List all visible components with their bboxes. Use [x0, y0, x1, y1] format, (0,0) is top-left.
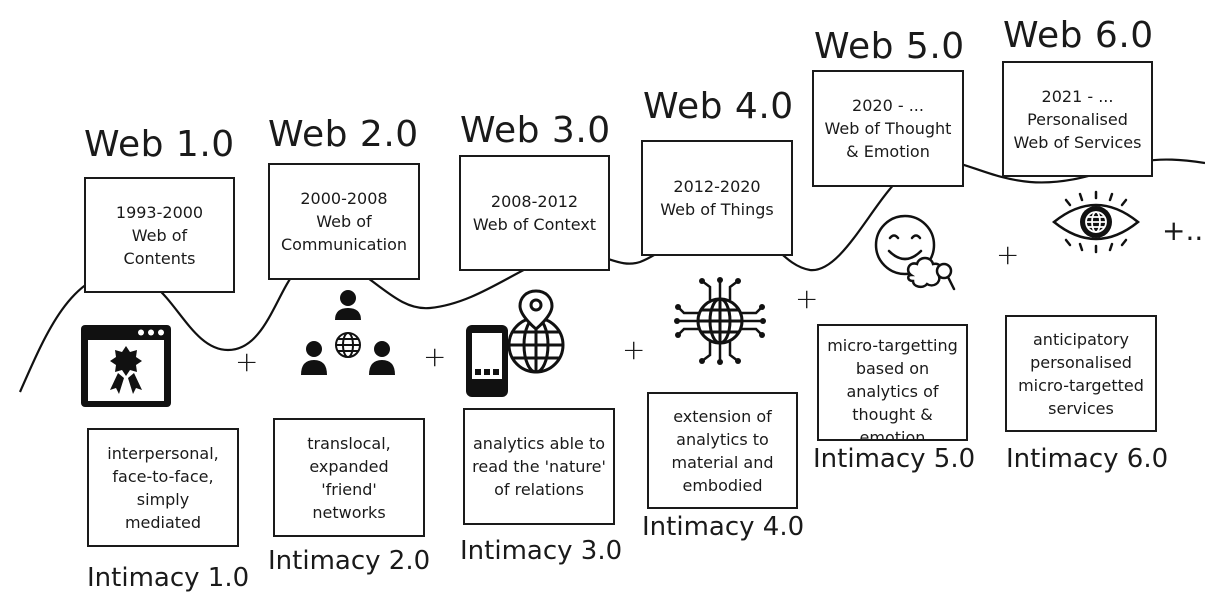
era-line: 2020 - ...	[852, 96, 924, 115]
continuation-marker: +...	[1162, 214, 1205, 247]
web-3-era-box: 2008-2012 Web of Context	[459, 155, 610, 271]
web-4-desc-box: extension of analytics to material and e…	[647, 392, 798, 509]
web-2-title: Web 2.0	[268, 114, 419, 155]
web-5-title: Web 5.0	[814, 26, 965, 67]
web-1-title: Web 1.0	[84, 124, 235, 165]
desc-line: services	[1048, 398, 1114, 418]
plus-sign: +	[423, 340, 447, 373]
era-line: Web of	[131, 225, 188, 245]
era-line: & Emotion	[846, 142, 930, 161]
intimacy-6-label: Intimacy 6.0	[1006, 444, 1169, 474]
desc-line: personalised	[1030, 352, 1132, 372]
intimacy-3-label: Intimacy 3.0	[460, 536, 623, 566]
era-line: 1993-2000	[115, 202, 204, 222]
web-2-era-box: 2000-2008 Web of Communication	[268, 163, 420, 280]
desc-line: extension of	[673, 406, 772, 426]
desc-line: analytics to	[676, 429, 769, 449]
era-line: 2000-2008	[300, 189, 388, 208]
era-line: 2021 - ...	[1041, 86, 1114, 106]
desc-line: emotion	[859, 428, 926, 441]
intimacy-5-label: Intimacy 5.0	[813, 444, 976, 474]
web-4-era-box: 2012-2020 Web of Things	[641, 140, 793, 256]
desc-line: micro-targetted	[1018, 375, 1144, 395]
era-line: Personalised	[1027, 109, 1128, 129]
desc-line: translocal,	[307, 433, 391, 453]
desc-line: of relations	[494, 480, 584, 499]
era-line: Contents	[123, 248, 196, 268]
desc-line: expanded	[309, 456, 389, 476]
web-2-desc-box: translocal, expanded 'friend' networks	[273, 418, 425, 537]
desc-line: thought &	[852, 405, 933, 424]
era-line: Web of	[316, 212, 372, 231]
browser-badge-icon	[81, 325, 171, 407]
connected-globe-icon	[674, 277, 766, 365]
desc-line: analytics able to	[473, 434, 605, 453]
plus-sign: +	[996, 238, 1020, 271]
smiley-thought-icon	[874, 214, 956, 291]
web-3-desc-box: analytics able to read the 'nature' of r…	[463, 408, 615, 525]
plus-sign: +	[622, 333, 646, 366]
era-line: 2012-2020	[673, 177, 761, 196]
web-4-title: Web 4.0	[643, 86, 794, 127]
plus-sign: +	[795, 282, 819, 315]
desc-line: face-to-face,	[112, 466, 214, 486]
desc-line: interpersonal,	[107, 443, 219, 463]
web-5-era-box: 2020 - ... Web of Thought & Emotion	[812, 70, 964, 187]
intimacy-2-label: Intimacy 2.0	[268, 546, 431, 576]
era-line: Web of Services	[1013, 132, 1142, 152]
web-6-desc-box: anticipatory personalised micro-targette…	[1005, 315, 1157, 432]
era-line: Communication	[280, 235, 408, 254]
era-line: Web of Context	[472, 215, 597, 234]
web-6-era-box: 2021 - ... Personalised Web of Services	[1002, 61, 1153, 177]
web-1-desc-box: interpersonal, face-to-face, simply medi…	[87, 428, 239, 547]
desc-line: micro-targetting	[827, 336, 958, 355]
web-3-title: Web 3.0	[460, 110, 611, 151]
desc-line: embodied	[682, 475, 763, 495]
phone-location-globe-icon	[466, 289, 565, 397]
desc-line: anticipatory	[1033, 329, 1129, 349]
era-line: Web of Things	[660, 200, 774, 219]
web-6-title: Web 6.0	[1003, 15, 1154, 56]
plus-sign: +	[235, 345, 259, 378]
desc-line: analytics of	[846, 382, 939, 401]
desc-line: 'friend'	[321, 479, 377, 499]
era-line: 2008-2012	[490, 192, 579, 211]
desc-line: networks	[312, 502, 386, 522]
people-network-icon	[301, 290, 395, 375]
intimacy-1-label: Intimacy 1.0	[87, 563, 250, 593]
eye-globe-icon	[1052, 190, 1140, 254]
desc-line: based on	[855, 359, 930, 378]
desc-line: read the 'nature'	[472, 457, 606, 476]
web-5-desc-box: micro-targetting based on analytics of t…	[817, 324, 968, 441]
desc-line: material and	[671, 452, 774, 472]
desc-line: mediated	[124, 512, 202, 532]
intimacy-4-label: Intimacy 4.0	[642, 512, 805, 542]
desc-line: simply	[136, 489, 190, 509]
era-line: Web of Thought	[824, 119, 952, 138]
web-1-era-box: 1993-2000 Web of Contents	[84, 177, 235, 293]
